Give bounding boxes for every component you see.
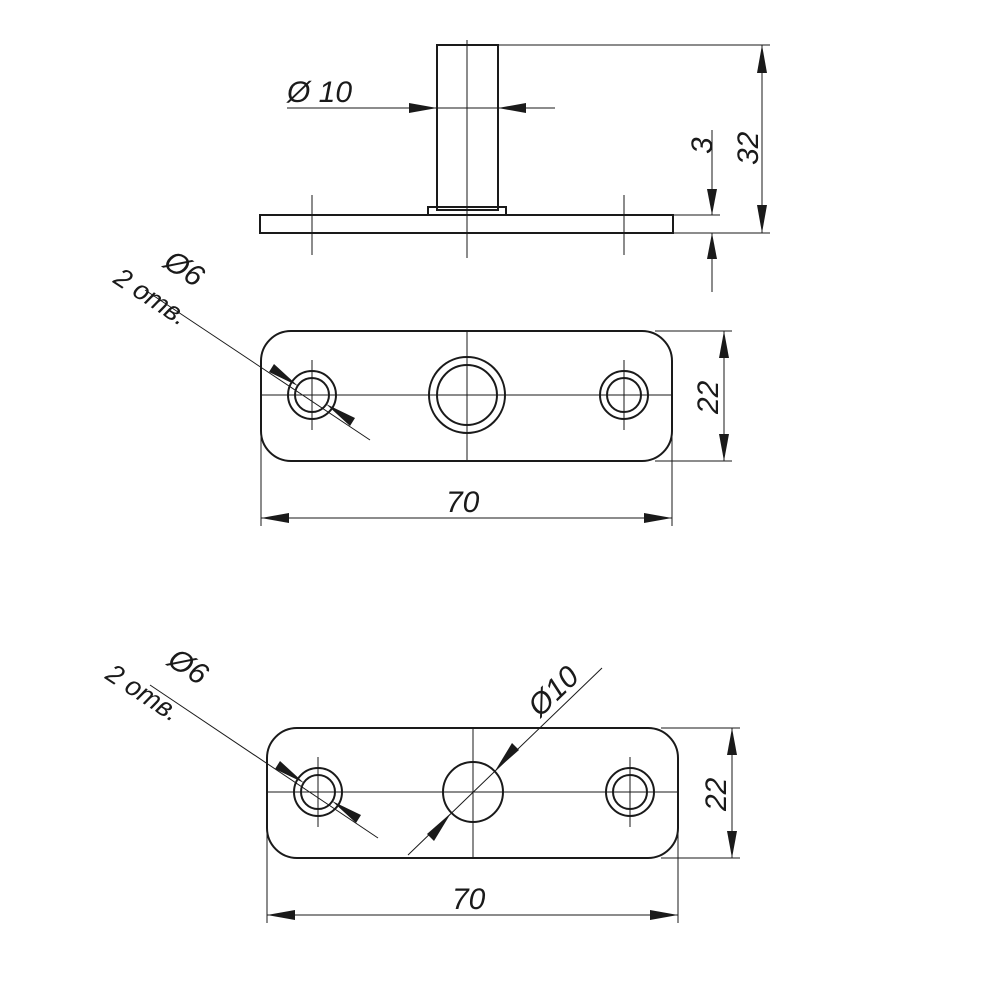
lower-center-hole: [442, 761, 504, 823]
height-arrow-top: [757, 45, 767, 73]
upper-hole-right-outer: [599, 370, 649, 420]
lower-length-label: 70: [452, 883, 486, 916]
lower-width-arrow-top: [727, 728, 737, 755]
upper-hole-dia-label: Ø6: [157, 244, 210, 294]
upper-width-label: 22: [692, 380, 725, 415]
upper-boss-outer: [428, 356, 506, 434]
lower-hole-left-outer: [293, 767, 343, 817]
upper-length-label: 70: [446, 486, 480, 519]
pin-diameter-label: Ø 10: [286, 76, 352, 109]
upper-hole-arrow-b: [326, 404, 355, 426]
upper-hole-left-inner: [294, 377, 330, 413]
pin-dia-arrow-left: [409, 103, 437, 113]
plate-thickness-label: 3: [686, 137, 719, 154]
top-view-lower: Ø6 2 отв. Ø10 22 70: [100, 642, 740, 923]
lower-hole-arrow-b: [332, 801, 361, 823]
lower-hole-leader: [149, 684, 379, 839]
upper-boss-inner: [436, 364, 498, 426]
lower-hole-right-outer: [605, 767, 655, 817]
upper-width-arrow-top: [719, 331, 729, 358]
lower-hole-right-inner: [612, 774, 648, 810]
lower-hole-arrow-a: [275, 761, 304, 783]
upper-hole-leader: [144, 289, 371, 441]
lower-center-arrow-a: [495, 743, 519, 771]
top-view-upper: Ø6 2 отв. 22 70: [108, 244, 732, 526]
lower-width-arrow-bottom: [727, 831, 737, 858]
upper-hole-arrow-a: [269, 364, 298, 386]
upper-length-arrow-right: [644, 513, 672, 523]
lower-width-label: 22: [700, 777, 733, 812]
lower-hole-left-inner: [300, 774, 336, 810]
thickness-arrow-top: [707, 189, 717, 215]
upper-hole-right-inner: [606, 377, 642, 413]
upper-width-arrow-bottom: [719, 434, 729, 461]
lower-center-arrow-b: [427, 813, 451, 841]
lower-center-hole-label: Ø10: [521, 660, 586, 724]
lower-length-arrow-right: [650, 910, 678, 920]
upper-length-arrow-left: [261, 513, 289, 523]
side-view: Ø 10 32 3: [259, 40, 770, 292]
height-arrow-bottom: [757, 205, 767, 233]
lower-hole-dia-label: Ø6: [161, 642, 214, 692]
upper-hole-left-outer: [287, 370, 337, 420]
lower-length-arrow-left: [267, 910, 295, 920]
overall-height-label: 32: [732, 131, 765, 165]
pin-dia-arrow-right: [498, 103, 526, 113]
thickness-arrow-bottom: [707, 233, 717, 259]
